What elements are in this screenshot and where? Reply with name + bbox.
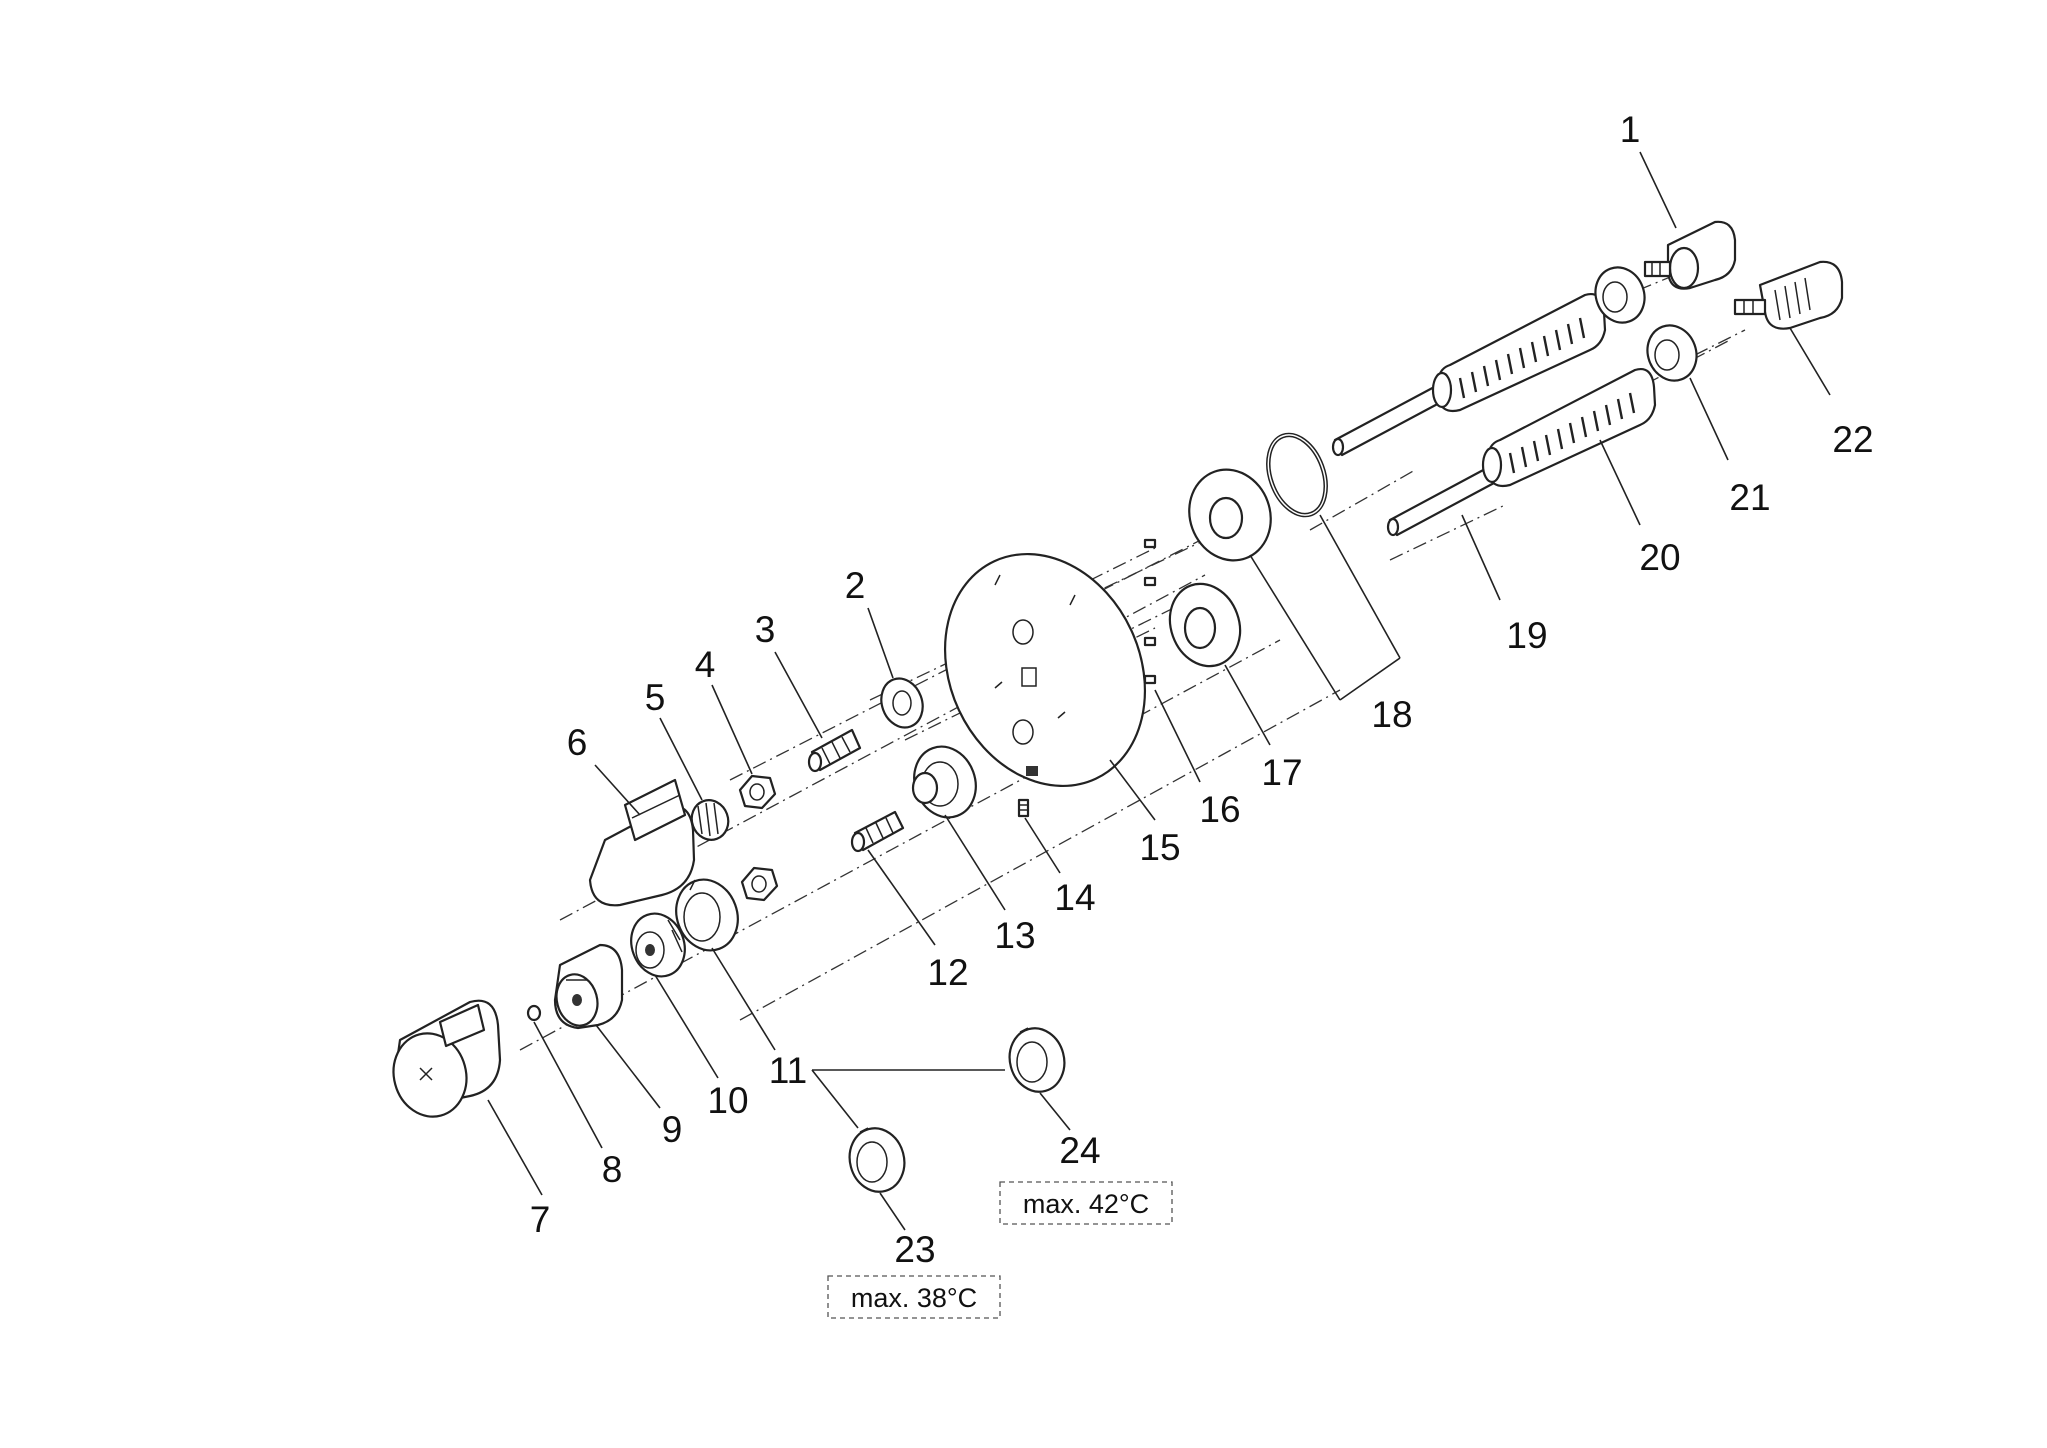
temperature-note-23: max. 38°C: [827, 1275, 1001, 1319]
callout-22: 22: [1832, 419, 1873, 460]
note-max-38: max. 38°C: [851, 1283, 977, 1313]
part-3-spindle: [807, 728, 862, 773]
leader-lines: [487, 151, 1831, 1231]
callout-20: 20: [1639, 537, 1680, 578]
hex-adapter-upper: [1594, 266, 1646, 324]
part-1-cartridge: [1643, 220, 1737, 290]
part-10-knurled-ring: [630, 912, 686, 978]
part-12-spindle: [850, 810, 905, 853]
callout-17: 17: [1261, 752, 1302, 793]
callout-9: 9: [662, 1109, 683, 1150]
callout-11: 11: [769, 1050, 807, 1091]
callout-19: 19: [1506, 615, 1547, 656]
callout-13: 13: [994, 915, 1035, 956]
note-max-42: max. 42°C: [1023, 1189, 1149, 1219]
callout-6: 6: [567, 722, 588, 763]
callout-5: 5: [645, 677, 666, 718]
callout-4: 4: [695, 644, 716, 685]
part-5-splined-adapter: [690, 799, 730, 841]
part-4-hex-nut: [738, 774, 777, 810]
callout-16: 16: [1199, 789, 1240, 830]
callout-15: 15: [1139, 827, 1180, 868]
callout-23: 23: [894, 1229, 935, 1270]
callout-7: 7: [530, 1199, 551, 1240]
part-21-hex-adapter: [1646, 324, 1698, 382]
callout-8: 8: [602, 1149, 623, 1190]
part-23-limiter-ring: [848, 1127, 906, 1193]
callout-3: 3: [755, 609, 776, 650]
hex-nut-lower: [740, 866, 779, 902]
callout-21: 21: [1729, 477, 1770, 518]
part-22-thermostatic-cartridge: [1733, 260, 1844, 330]
part-14-set-screw: [1017, 798, 1030, 818]
callout-12: 12: [927, 952, 968, 993]
part-19-rods: [1331, 383, 1496, 537]
callout-2: 2: [845, 565, 866, 606]
part-8-screw: [526, 1004, 542, 1022]
part-24-limiter-ring: [1008, 1027, 1066, 1093]
callout-24: 24: [1059, 1130, 1100, 1171]
part-2-flange: [880, 677, 924, 729]
part-16-screws: [1143, 538, 1157, 685]
callout-14: 14: [1054, 877, 1095, 918]
part-17-escutcheon: [1168, 582, 1242, 668]
temperature-note-24: max. 42°C: [999, 1181, 1173, 1225]
part-6-lever-handle: [588, 778, 696, 907]
callout-numbers: 1 2 3 4 5 6 7 8 9 10 11 12 13 14 15 16 1…: [530, 109, 1874, 1270]
part-13-flange: [911, 745, 977, 819]
part-11-ring: [675, 878, 739, 952]
part-18-flange-and-oring: [1188, 432, 1328, 562]
callout-10: 10: [707, 1080, 748, 1121]
part-15-wall-plate: [943, 552, 1147, 788]
part-7-thermostat-handle: [392, 999, 502, 1118]
callout-1: 1: [1620, 109, 1641, 150]
callout-18: 18: [1371, 694, 1412, 735]
part-9-thermostat-head: [553, 943, 624, 1030]
